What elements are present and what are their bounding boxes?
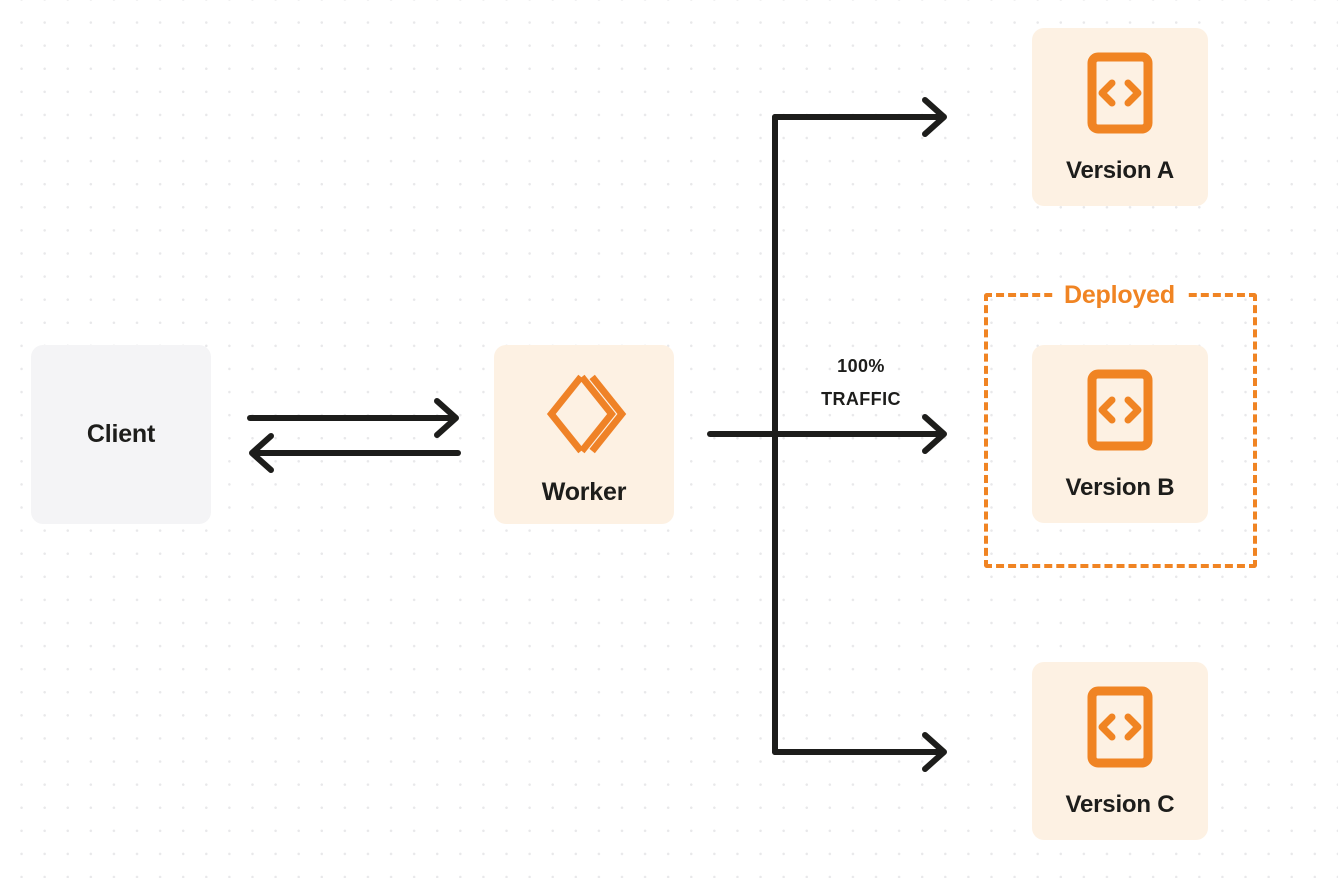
node-client[interactable]: Client (31, 345, 211, 524)
traffic-word: TRAFFIC (821, 389, 901, 409)
cloudflare-workers-logo-icon (541, 371, 627, 462)
arrow-client-to-worker (247, 398, 459, 438)
code-document-icon (1087, 686, 1153, 773)
node-client-label: Client (86, 420, 156, 448)
arrow-worker-to-version-c (772, 732, 947, 772)
node-worker-label: Worker (541, 478, 627, 506)
node-version-c-label: Version C (1065, 791, 1175, 818)
traffic-percentage-label: 100% TRAFFIC (781, 350, 941, 416)
node-version-a-label: Version A (1065, 157, 1175, 184)
arrow-worker-to-version-a (772, 97, 947, 137)
code-document-icon (1087, 52, 1153, 139)
node-version-b[interactable]: Version B (1032, 345, 1208, 523)
node-version-c[interactable]: Version C (1032, 662, 1208, 840)
node-version-a[interactable]: Version A (1032, 28, 1208, 206)
node-version-b-label: Version B (1065, 474, 1175, 501)
deployed-group-label: Deployed (1054, 282, 1185, 308)
arrow-worker-to-version-b (707, 414, 947, 454)
traffic-percent-value: 100% (837, 356, 885, 376)
arrow-worker-to-client (249, 433, 461, 473)
node-worker[interactable]: Worker (494, 345, 674, 524)
code-document-icon (1087, 369, 1153, 456)
